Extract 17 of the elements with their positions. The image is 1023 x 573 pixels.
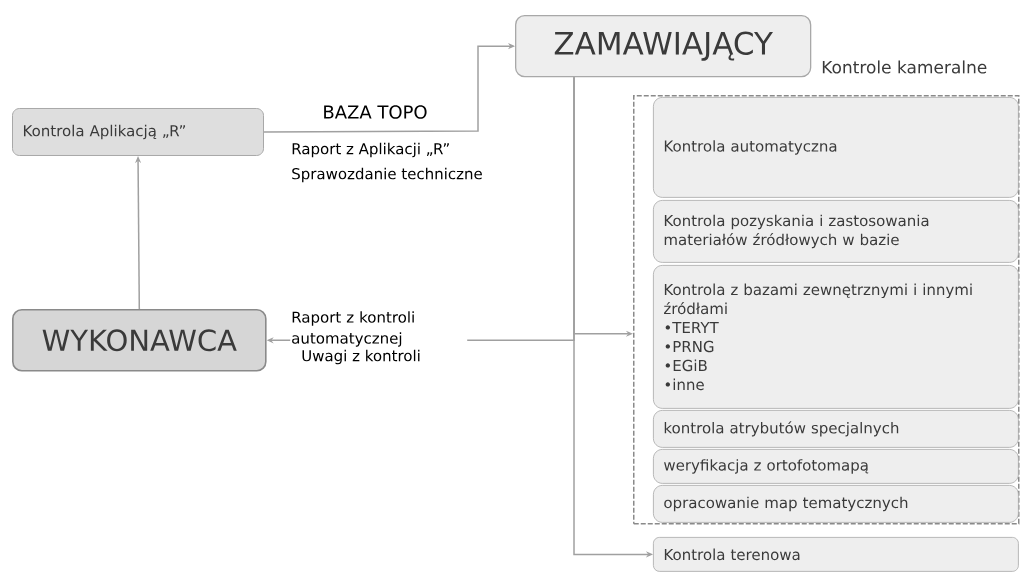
control-box: Kontrola pozyskania i zastosowania materiałów źródłowych w bazie <box>653 200 1019 263</box>
process-box: Kontrola Aplikacją „R” <box>12 108 264 156</box>
control-box: Kontrola terenowa <box>653 537 1019 572</box>
actor-box: WYKONAWCA <box>12 309 267 372</box>
control-box: kontrola atrybutów specjalnych <box>653 410 1019 448</box>
control-box: opracowanie map tematycznych <box>653 485 1019 523</box>
edge-label: Raport z kontroli automatycznej <box>290 310 468 348</box>
title-box: ZAMAWIAJĄCY <box>515 15 812 78</box>
control-box: weryfikacja z ortofotomapą <box>653 449 1019 484</box>
control-box: Kontrola z bazami zewnętrznymi i innymi źródłami •TERYT •PRNG •EGiB •inne <box>653 265 1019 409</box>
note-text: Sprawozdanie techniczne <box>292 167 482 183</box>
arrow <box>263 43 515 133</box>
edge-label: BAZA TOPO <box>321 104 429 120</box>
note-text: Raport z Aplikacji „R” <box>292 142 449 158</box>
control-box: Kontrola automatyczna <box>653 97 1019 198</box>
group-heading: Kontrole kameralne <box>822 60 987 74</box>
note-text: Uwagi z kontroli <box>302 349 420 365</box>
